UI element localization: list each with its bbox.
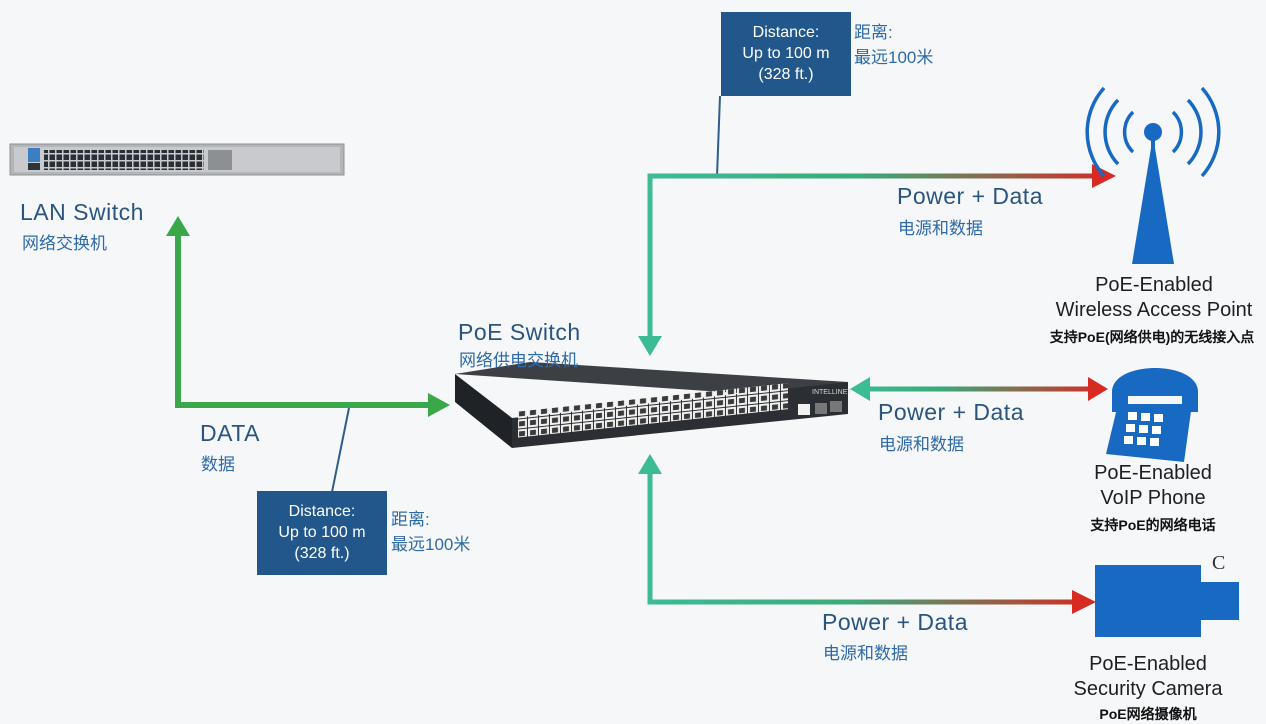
distance-top-line3: (328 ft.): [758, 66, 814, 83]
distance-top-side-line2: 最远100米: [854, 48, 934, 67]
camera-caption: PoE-Enabled Security Camera: [1040, 652, 1256, 702]
camera-caption-zh: PoE网络摄像机: [1099, 706, 1197, 722]
distance-top-line1: Distance:: [752, 24, 820, 41]
distance-bottom-line1: Distance:: [288, 503, 356, 520]
camera-badge: C: [1212, 552, 1226, 574]
distance-top-side-line1: 距离:: [854, 23, 893, 42]
data-link-label-zh: 数据: [201, 455, 235, 474]
security-camera-icon: [1095, 565, 1239, 637]
wap-link-label-zh: 电源和数据: [898, 219, 983, 238]
lan-switch-device: [9, 143, 345, 176]
phone-link-arrow: [850, 377, 1108, 401]
phone-caption: PoE-Enabled VoIP Phone: [1050, 461, 1256, 511]
data-link-label: DATA: [200, 420, 260, 446]
distance-top-line2: Up to 100 m: [742, 45, 830, 62]
camera-link-label: Power + Data: [822, 609, 968, 635]
camera-link-label-zh: 电源和数据: [823, 644, 908, 663]
phone-link-label-zh: 电源和数据: [879, 435, 964, 454]
wap-caption-line1: PoE-Enabled: [1095, 274, 1213, 296]
distance-bottom-side-line2: 最远100米: [391, 535, 471, 554]
wireless-antenna-icon: [1085, 86, 1221, 264]
wap-caption: PoE-Enabled Wireless Access Point: [1040, 273, 1266, 323]
distance-top-side: 距离: 最远100米: [854, 20, 933, 70]
camera-caption-line2: Security Camera: [1073, 678, 1223, 700]
camera-caption-line1: PoE-Enabled: [1089, 653, 1207, 675]
camera-link-arrow: [638, 454, 1096, 614]
distance-bottom-leader: [331, 407, 350, 493]
distance-bottom-side-line1: 距离:: [391, 510, 430, 529]
lan-switch-label-zh: 网络交换机: [22, 234, 107, 253]
poe-switch-label: PoE Switch: [458, 319, 581, 345]
wap-link-label: Power + Data: [897, 183, 1043, 209]
telephone-icon: [1106, 368, 1198, 462]
poe-switch-brand: INTELLINET: [812, 389, 852, 396]
distance-bottom-line2: Up to 100 m: [278, 524, 366, 541]
distance-bottom-side: 距离: 最远100米: [391, 507, 470, 557]
poe-switch-label-zh: 网络供电交换机: [459, 351, 578, 370]
phone-link-label: Power + Data: [878, 399, 1024, 425]
wap-caption-zh: 支持PoE(网络供电)的无线接入点: [1049, 329, 1255, 345]
distance-box-bottom: Distance: Up to 100 m (328 ft.): [257, 491, 387, 575]
phone-caption-line2: VoIP Phone: [1100, 487, 1206, 509]
data-link-arrow: [166, 216, 450, 417]
poe-switch-device: INTELLINET: [455, 362, 852, 448]
phone-caption-line1: PoE-Enabled: [1094, 462, 1212, 484]
distance-top-leader: [716, 95, 721, 177]
distance-bottom-line3: (328 ft.): [294, 545, 350, 562]
wap-caption-line2: Wireless Access Point: [1055, 299, 1253, 321]
phone-caption-zh: 支持PoE的网络电话: [1090, 517, 1216, 533]
lan-switch-label: LAN Switch: [20, 199, 144, 225]
distance-box-top: Distance: Up to 100 m (328 ft.): [721, 12, 851, 96]
